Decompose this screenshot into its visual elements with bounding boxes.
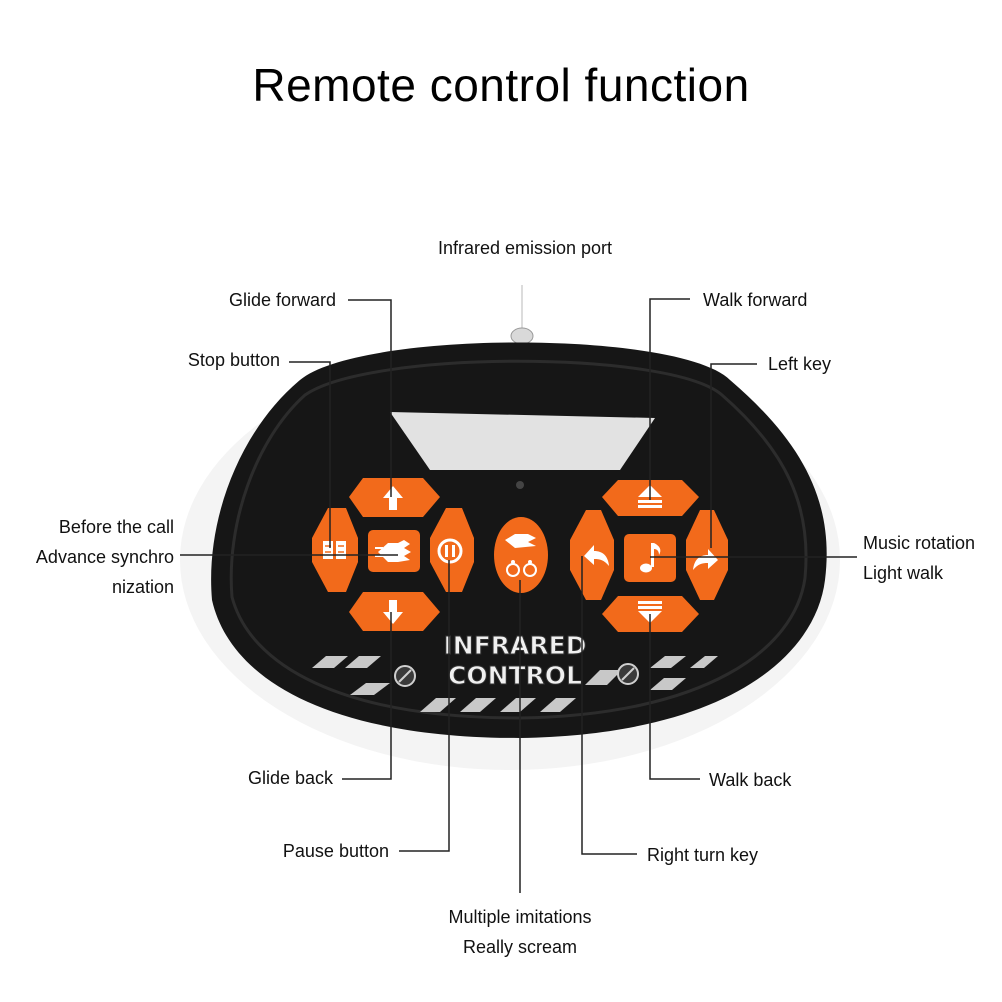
label-multiple-imitations-line2: Really scream <box>462 937 578 957</box>
label-music-rotation-line1: Music rotation <box>863 533 976 553</box>
multiple-imitations-button[interactable] <box>494 517 548 593</box>
label-before-call-line3: nization <box>111 577 174 597</box>
down-arrow-icon <box>383 600 403 624</box>
hand-roar-icon <box>375 540 411 562</box>
label-right-turn-key: Right turn key <box>647 845 759 865</box>
right-turn-button[interactable] <box>570 510 614 600</box>
infrared-emitter <box>510 285 534 345</box>
label-walk-forward: Walk forward <box>703 290 808 310</box>
label-before-call-line1: Before the call <box>58 517 174 537</box>
device-logo: INFRARED CONTROL <box>443 631 587 691</box>
label-before-call: Before the call Advance synchro nization <box>10 512 174 602</box>
leader-lines <box>180 298 857 893</box>
label-multiple-imitations-line1: Multiple imitations <box>448 907 592 927</box>
left-key-button[interactable] <box>686 510 728 600</box>
music-note-icon <box>640 543 661 573</box>
up-arrow-icon <box>383 486 403 510</box>
label-glide-forward: Glide forward <box>228 290 336 310</box>
label-music-rotation: Music rotation Light walk <box>863 528 975 588</box>
label-multiple-imitations: Multiple imitations Really scream <box>390 902 650 962</box>
screw-icon <box>617 663 639 685</box>
glide-back-button[interactable] <box>349 592 440 631</box>
logo-line1: INFRARED <box>444 631 587 660</box>
label-pause-button: Pause button <box>282 841 389 861</box>
music-rotation-button[interactable] <box>624 534 676 582</box>
label-glide-back: Glide back <box>247 768 333 788</box>
label-walk-back: Walk back <box>709 770 792 790</box>
right-turn-arrow-icon <box>693 549 718 570</box>
pause-icon <box>437 538 463 564</box>
screw-icon <box>394 665 416 687</box>
page-title: Remote control function <box>252 59 750 111</box>
display-window <box>390 412 655 470</box>
pause-button[interactable] <box>430 508 474 592</box>
label-stop-button: Stop button <box>187 350 280 370</box>
label-left-key: Left key <box>768 354 832 374</box>
before-call-button[interactable] <box>368 530 420 572</box>
sensor-dot <box>516 481 524 489</box>
glide-forward-button[interactable] <box>349 478 440 517</box>
left-turn-arrow-icon <box>584 545 609 566</box>
label-infrared-port: Infrared emission port <box>437 238 613 258</box>
hazard-stripes <box>312 656 718 712</box>
label-before-call-line2: Advance synchro <box>35 547 174 567</box>
label-music-rotation-line2: Light walk <box>863 563 944 583</box>
paw-icon <box>505 534 537 577</box>
logo-line2: CONTROL <box>448 661 582 690</box>
